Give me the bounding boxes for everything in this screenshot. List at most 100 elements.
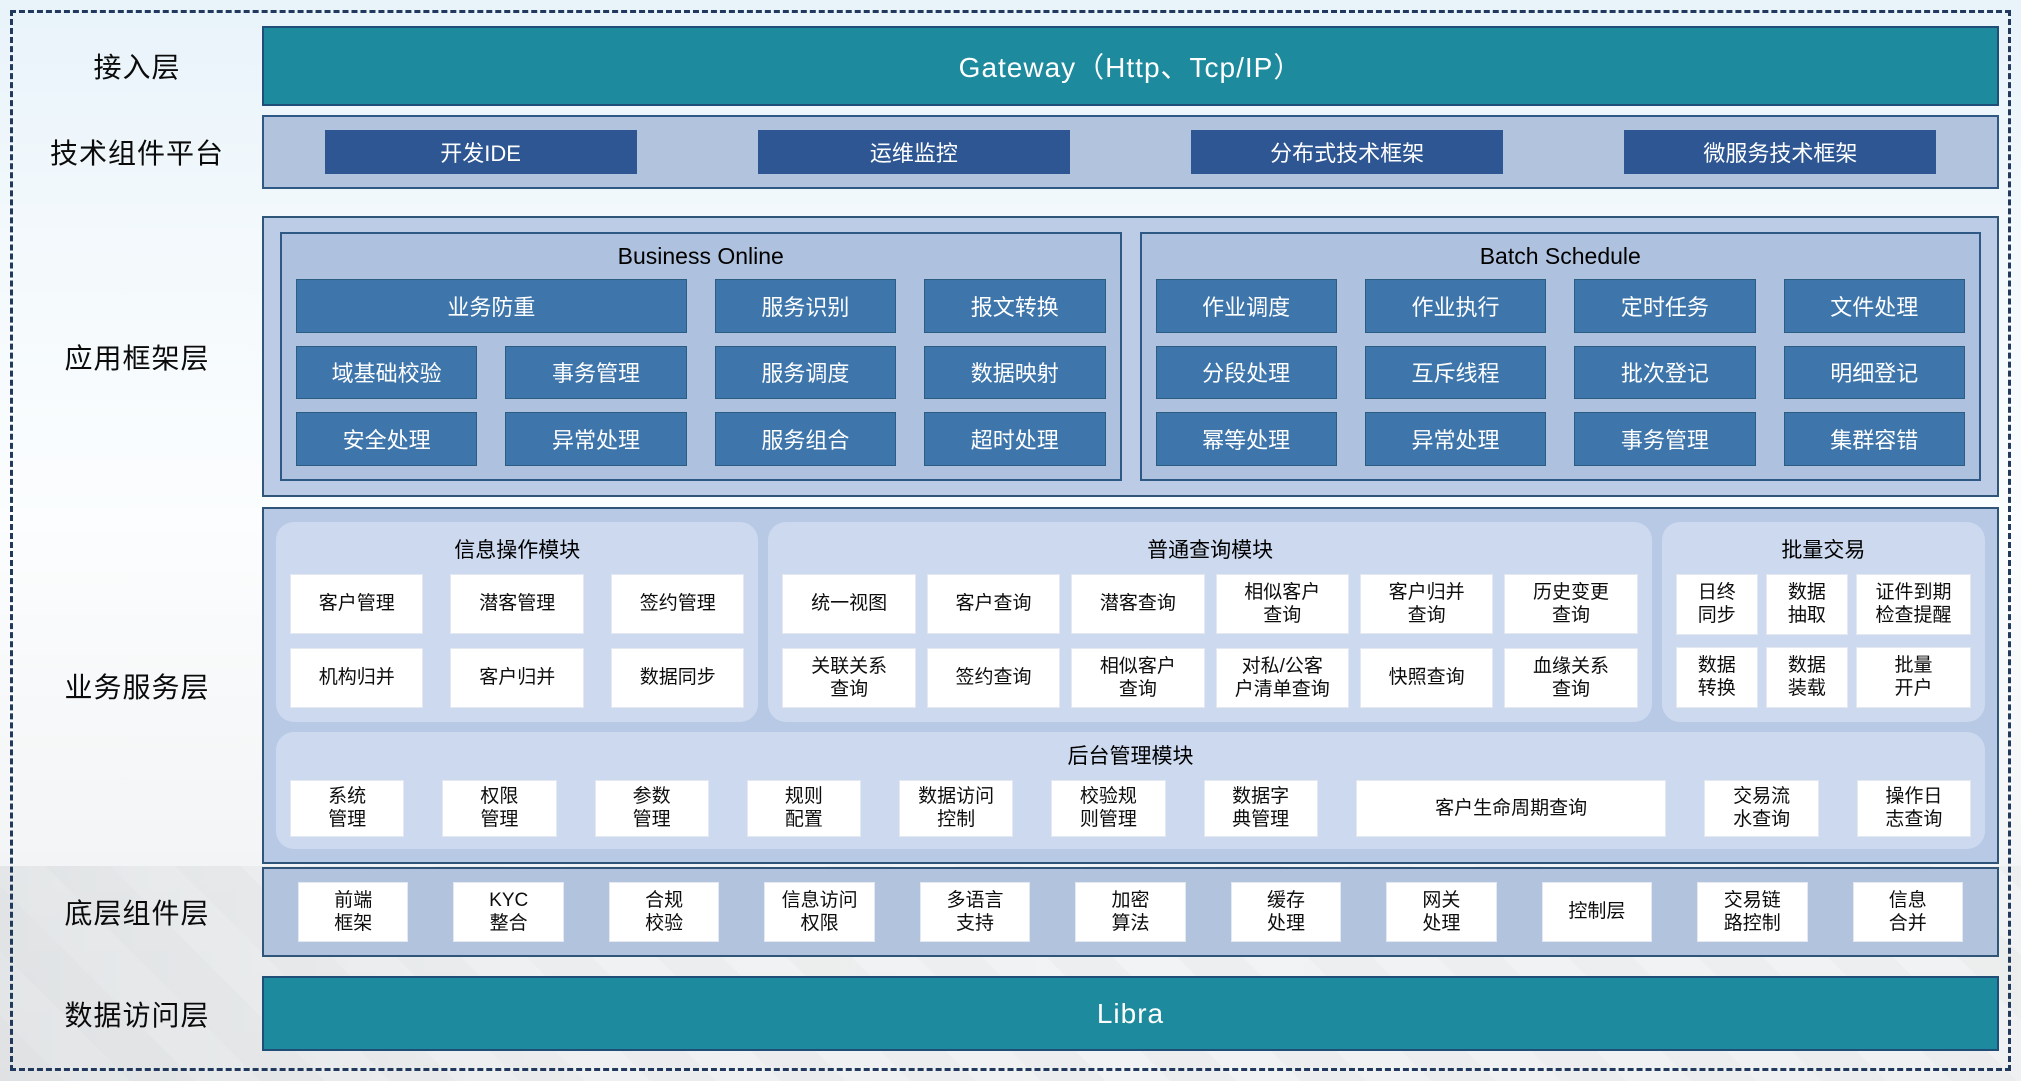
batch-schedule-block: 文件处理: [1783, 279, 1965, 333]
data-access-body: Libra: [262, 976, 1999, 1051]
batch-schedule-panel: Batch Schedule 作业调度 作业执行 定时任务 文件处理 分段处理 …: [1139, 232, 1981, 481]
service-top-panels: 信息操作模块 客户管理 潜客管理 签约管理 机构归并 客户归并 数据同步: [276, 522, 1985, 722]
module-block: 数据字 典管理: [1203, 779, 1318, 837]
module-block: 历史变更 查询: [1504, 574, 1638, 634]
layer-label-app: 应用框架层: [64, 342, 210, 374]
batch-schedule-block: 事务管理: [1574, 412, 1756, 466]
access-layer-row: 接入层 Gateway（Http、Tcp/IP）: [12, 26, 2009, 106]
module-block: 规则 配置: [746, 779, 861, 837]
module-block: 机构归并: [290, 647, 424, 708]
module-block: 对私/公客 户清单查询: [1215, 647, 1349, 708]
module-block: 关联关系 查询: [782, 647, 916, 708]
base-component-block: 加密 算法: [1075, 882, 1186, 942]
module-block: 潜客管理: [450, 574, 584, 634]
business-online-block: 安全处理: [296, 412, 478, 466]
module-block: 数据 抽取: [1765, 574, 1848, 635]
business-online-block: 域基础校验: [296, 345, 478, 400]
module-block: 数据访问 控制: [899, 779, 1014, 837]
batch-trade-module-title: 批量交易: [1781, 539, 1866, 562]
service-layer-body: 信息操作模块 客户管理 潜客管理 签约管理 机构归并 客户归并 数据同步: [262, 507, 1999, 864]
business-online-block: 服务识别: [714, 279, 897, 333]
admin-module-title: 后台管理模块: [1067, 744, 1194, 768]
base-component-block: 控制层: [1541, 882, 1653, 942]
module-block: 客户查询: [926, 574, 1061, 634]
base-components-body: 前端 框架 KYC 整合 合规 校验 信息访问 权限 多语言 支持 加密 算法 …: [262, 867, 1999, 957]
libra-bar: Libra: [262, 976, 1999, 1051]
access-layer-body: Gateway（Http、Tcp/IP）: [262, 26, 1999, 106]
gateway-bar-label: Gateway（Http、Tcp/IP）: [958, 52, 1303, 83]
business-online-block: 服务组合: [714, 412, 897, 466]
base-component-block: 多语言 支持: [919, 882, 1031, 942]
module-block: 快照查询: [1359, 647, 1494, 708]
module-block: 参数 管理: [594, 779, 709, 837]
tech-platform-body: 开发IDE 运维监控 分布式技术框架 微服务技术框架: [262, 115, 1999, 189]
tech-block: 分布式技术框架: [1191, 130, 1504, 174]
module-block: 相似客户 查询: [1071, 647, 1205, 708]
layer-label-data: 数据访问层: [64, 999, 210, 1031]
business-online-block: 超时处理: [924, 412, 1106, 466]
gateway-bar: Gateway（Http、Tcp/IP）: [262, 26, 1999, 106]
base-components-row: 底层组件层 前端 框架 KYC 整合 合规 校验 信息访问 权限 多语言 支持 …: [12, 867, 2009, 957]
batch-trade-module-panel: 批量交易 日终 同步 数据 抽取 证件到期 检查提醒 数据 转换 数据 装载 批…: [1661, 522, 1985, 722]
business-online-block: 异常处理: [505, 412, 687, 466]
info-ops-grid: 客户管理 潜客管理 签约管理 机构归并 客户归并 数据同步: [290, 574, 745, 708]
module-block: 系统 管理: [290, 779, 405, 837]
info-ops-module-panel: 信息操作模块 客户管理 潜客管理 签约管理 机构归并 客户归并 数据同步: [276, 522, 759, 722]
module-block: 数据 装载: [1765, 646, 1848, 708]
base-component-block: 网关 处理: [1386, 882, 1497, 942]
module-block: 证件到期 检查提醒: [1855, 574, 1971, 635]
batch-schedule-block: 幂等处理: [1155, 412, 1337, 466]
module-block: 客户生命周期查询: [1355, 779, 1667, 837]
batch-schedule-block: 明细登记: [1783, 345, 1965, 400]
batch-schedule-block: 异常处理: [1364, 412, 1547, 466]
module-block: 相似客户 查询: [1215, 574, 1349, 634]
base-component-block: 交易链 路控制: [1697, 882, 1808, 942]
module-block: 统一视图: [782, 574, 916, 634]
module-block: 客户归并 查询: [1359, 574, 1494, 634]
info-ops-module-title: 信息操作模块: [454, 539, 581, 562]
base-component-block: 信息访问 权限: [764, 882, 875, 942]
business-online-block: 报文转换: [924, 279, 1106, 333]
batch-schedule-block: 定时任务: [1574, 279, 1756, 333]
data-access-row: 数据访问层 Libra: [12, 976, 2009, 1051]
module-block: 日终 同步: [1675, 574, 1758, 635]
module-block: 操作日 志查询: [1856, 779, 1971, 837]
batch-schedule-title: Batch Schedule: [1479, 243, 1641, 269]
query-grid: 统一视图 客户查询 潜客查询 相似客户 查询 客户归并 查询 历史变更 查询 关…: [782, 574, 1638, 708]
business-online-block: 事务管理: [505, 345, 687, 400]
business-online-block: 业务防重: [296, 279, 687, 333]
base-component-block: 合规 校验: [608, 882, 720, 942]
libra-bar-label: Libra: [1096, 997, 1165, 1029]
admin-grid: 系统 管理 权限 管理 参数 管理 规则 配置 数据访问 控制 校验规 则管理 …: [290, 779, 1971, 837]
business-online-panel: Business Online 业务防重 服务识别 报文转换 域基础校验 事务管…: [280, 232, 1122, 481]
base-components-box: 前端 框架 KYC 整合 合规 校验 信息访问 权限 多语言 支持 加密 算法 …: [262, 867, 1999, 957]
module-block: 交易流 水查询: [1704, 779, 1819, 837]
batch-schedule-block: 集群容错: [1783, 412, 1965, 466]
batch-trade-grid: 日终 同步 数据 抽取 证件到期 检查提醒 数据 转换 数据 装载 批量 开户: [1675, 574, 1971, 708]
app-framework-body: Business Online 业务防重 服务识别 报文转换 域基础校验 事务管…: [262, 216, 1999, 497]
business-online-block: 数据映射: [924, 345, 1106, 400]
base-component-block: 缓存 处理: [1230, 882, 1342, 942]
module-block: 客户管理: [290, 574, 424, 634]
module-block: 潜客查询: [1071, 574, 1205, 634]
tech-platform-box: 开发IDE 运维监控 分布式技术框架 微服务技术框架: [262, 115, 1999, 189]
layer-label-base: 底层组件层: [64, 898, 210, 929]
layer-label-service: 业务服务层: [64, 671, 210, 703]
module-block: 签约查询: [926, 647, 1061, 708]
query-module-title: 普通查询模块: [1147, 539, 1274, 562]
batch-schedule-block: 作业调度: [1155, 279, 1337, 333]
base-component-block: 前端 框架: [298, 882, 409, 942]
module-block: 客户归并: [450, 647, 584, 708]
batch-schedule-block: 分段处理: [1155, 345, 1337, 400]
business-online-title: Business Online: [617, 243, 784, 269]
tech-block: 运维监控: [757, 130, 1070, 174]
module-block: 数据 转换: [1675, 646, 1758, 708]
service-layer-row: 业务服务层 信息操作模块 客户管理 潜客管理 签约管理 机构归并 客户归并: [12, 507, 2009, 864]
diagram-content: 接入层 Gateway（Http、Tcp/IP） 技术组件平台 开发IDE 运维…: [12, 12, 2009, 1069]
outer-dashed-border: [10, 10, 2011, 1071]
layer-label-tech: 技术组件平台: [49, 138, 224, 169]
module-block: 校验规 则管理: [1051, 779, 1166, 837]
app-framework-row: 应用框架层 Business Online 业务防重 服务识别 报文转换 域基础…: [12, 216, 2009, 497]
batch-schedule-block: 作业执行: [1364, 279, 1547, 333]
